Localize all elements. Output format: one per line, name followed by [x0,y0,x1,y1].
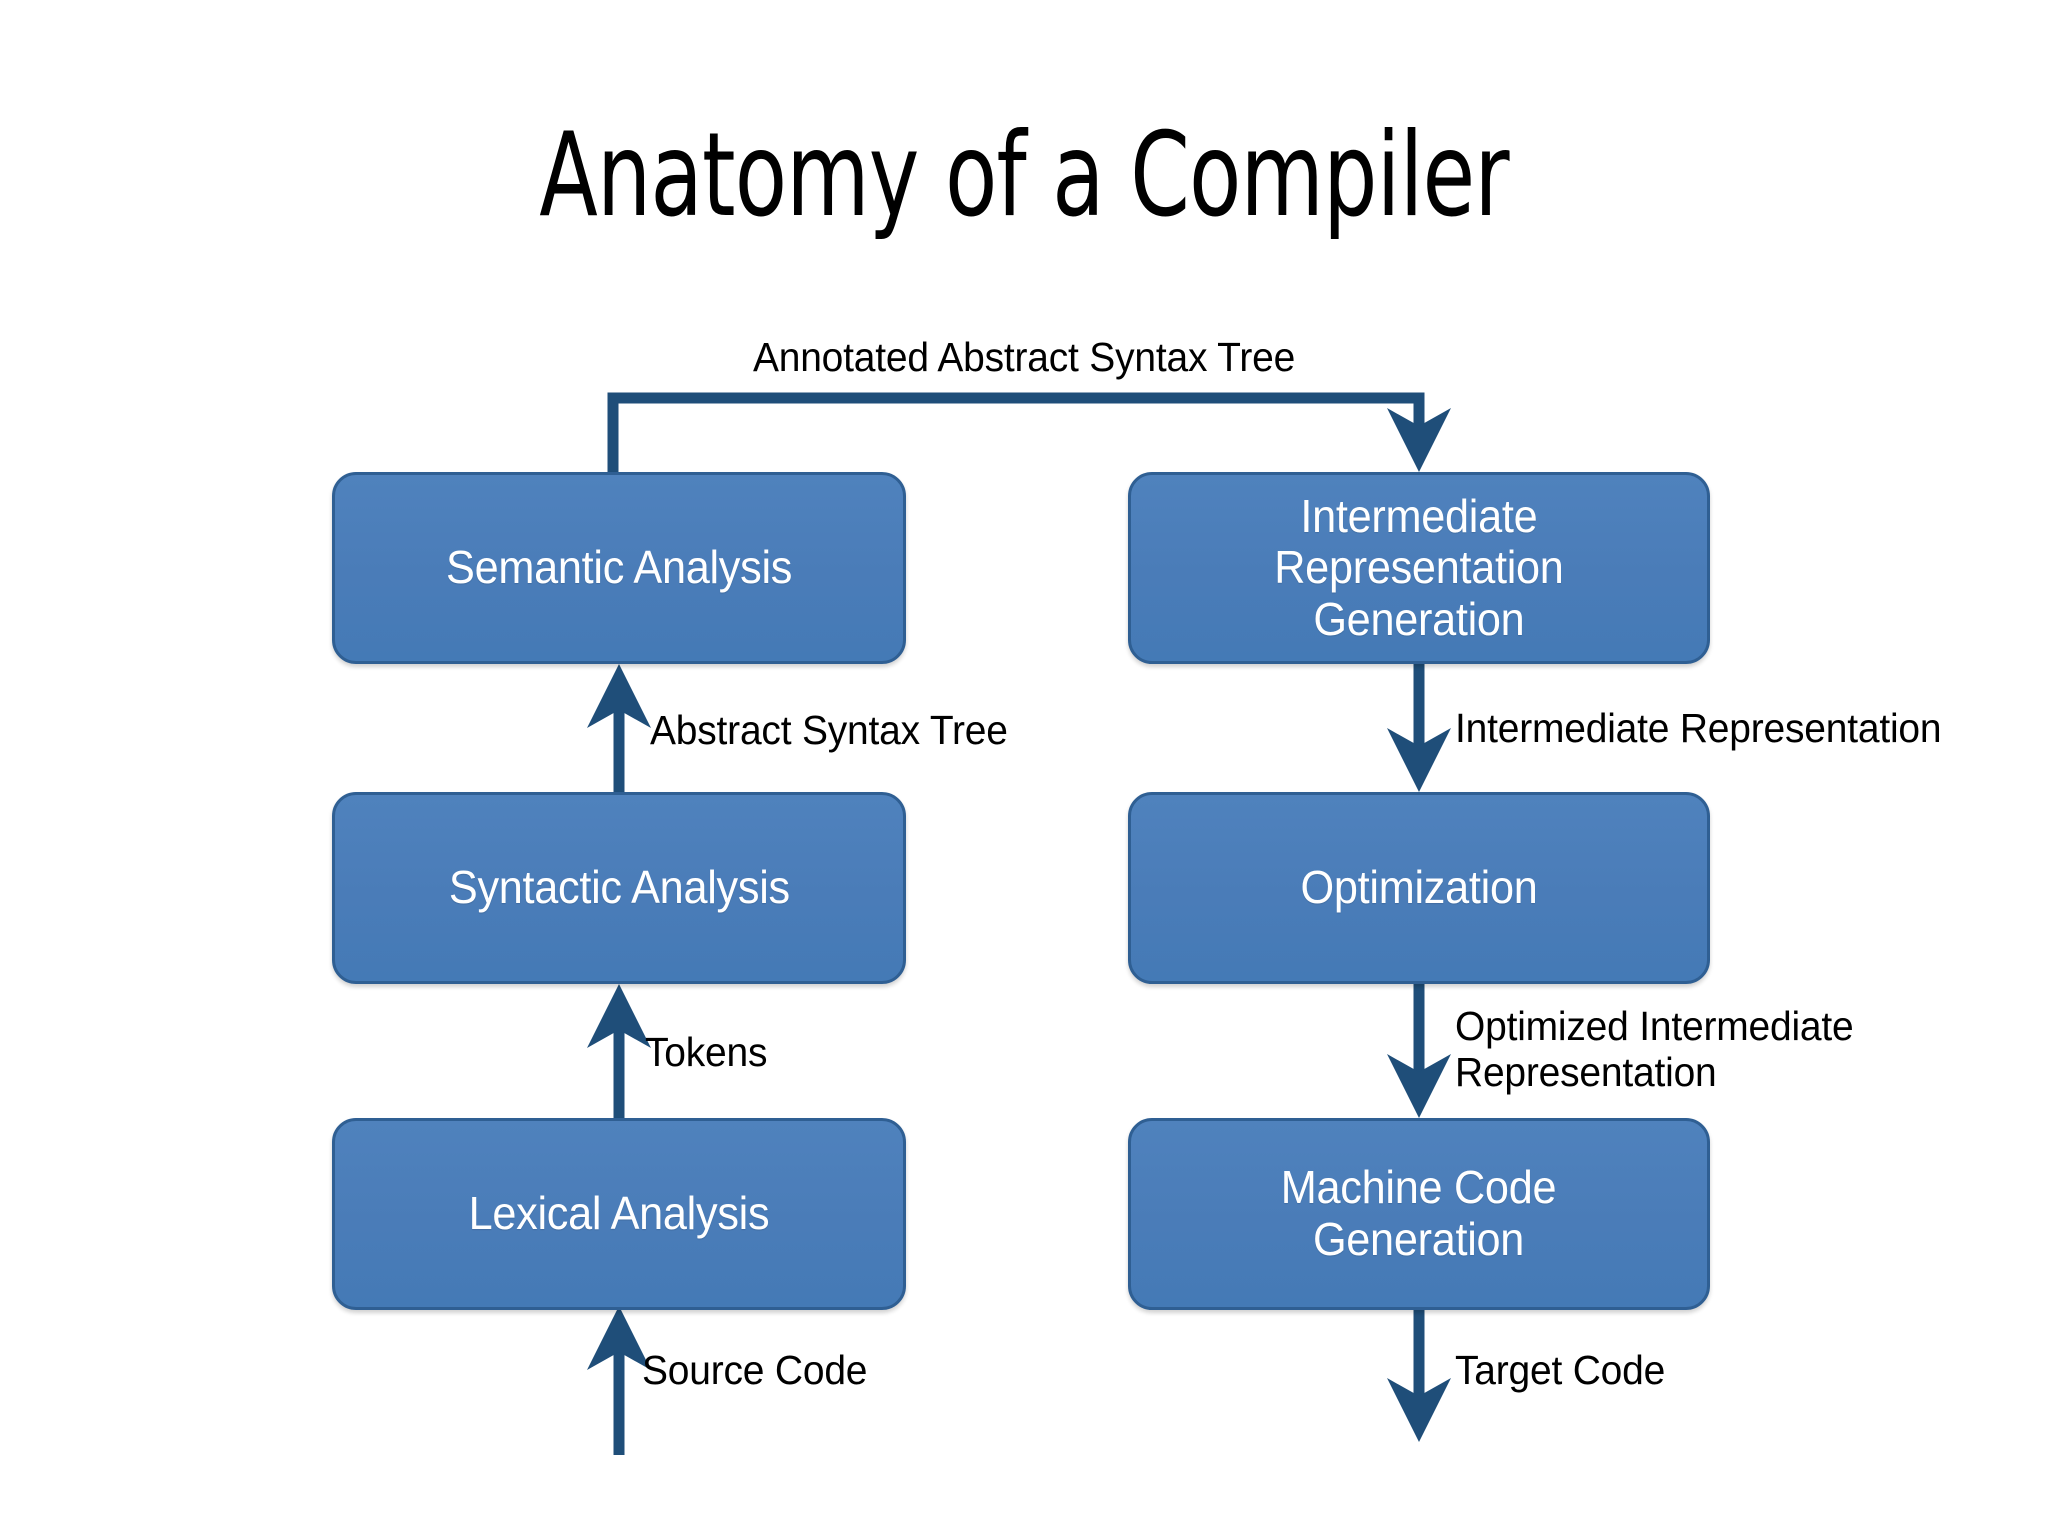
page-title: Anatomy of a Compiler [539,108,1509,243]
arrow-annotated-abstract-syntax-tree [607,392,1451,472]
process-box-lexical-analysis[interactable]: Lexical Analysis [332,1118,906,1310]
edge-label-tokens: Tokens [645,1029,768,1075]
process-box-machine-code-generation[interactable]: Machine Code Generation [1128,1118,1710,1310]
process-box-label: Lexical Analysis [468,1187,770,1240]
edge-label-abstract-syntax-tree: Abstract Syntax Tree [650,707,1008,753]
process-box-label: Syntactic Analysis [448,861,790,914]
edge-label-intermediate-representation: Intermediate Representation [1455,705,1942,751]
process-box-optimization[interactable]: Optimization [1128,792,1710,984]
process-box-intermediate-representation-generation[interactable]: Intermediate Representation Generation [1128,472,1710,664]
edge-label-annotated-abstract-syntax-tree: Annotated Abstract Syntax Tree [752,334,1296,380]
arrow-target-code [1387,1310,1451,1442]
arrow-optimized-intermediate-representation [1387,984,1451,1118]
arrow-tokens [587,984,651,1118]
arrow-abstract-syntax-tree [587,664,651,792]
process-box-label: Intermediate Representation Generation [1274,489,1564,645]
edge-label-target-code: Target Code [1455,1347,1666,1393]
process-box-syntactic-analysis[interactable]: Syntactic Analysis [332,792,906,984]
process-box-label: Machine Code Generation [1281,1161,1557,1265]
edge-label-source-code: Source Code [642,1347,868,1393]
process-box-semantic-analysis[interactable]: Semantic Analysis [332,472,906,664]
process-box-label: Semantic Analysis [445,541,793,594]
arrow-intermediate-representation [1387,664,1451,792]
edge-label-optimized-intermediate-representation: Optimized Intermediate Representation [1455,1003,1854,1095]
process-box-label: Optimization [1300,861,1538,914]
